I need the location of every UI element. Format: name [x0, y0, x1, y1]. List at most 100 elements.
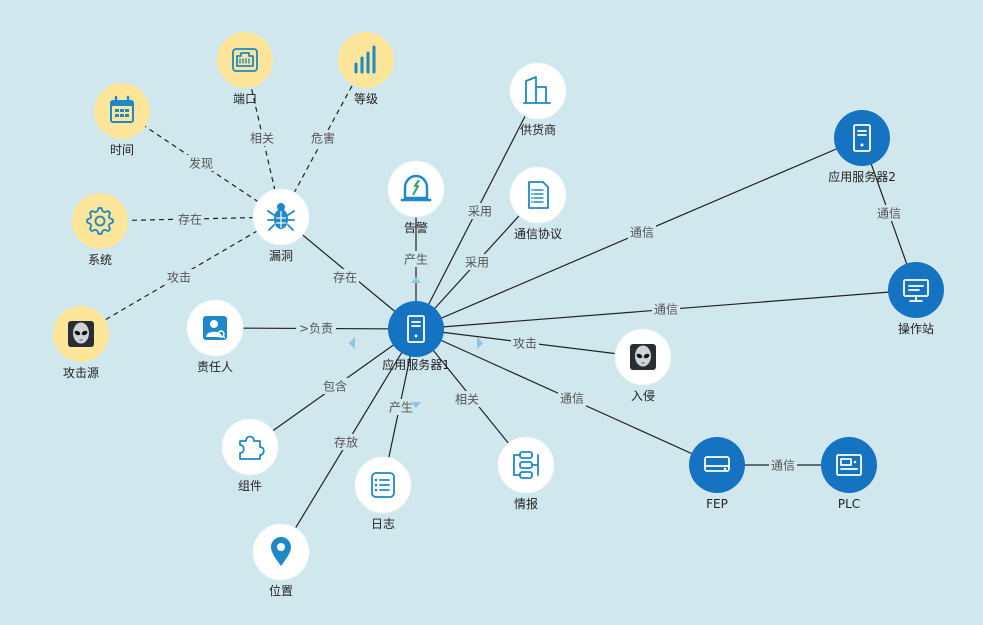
edge-label-bg — [309, 130, 337, 146]
monitor-icon — [903, 279, 929, 302]
edge-label-bg — [248, 130, 276, 146]
arrow-right-icon — [477, 337, 483, 349]
edge-vuln-attacker: 攻击 — [80, 216, 282, 335]
edge-label: 存放 — [334, 435, 358, 450]
edge-owner-server1: >负责 — [214, 320, 417, 336]
edge-label-bg — [332, 434, 360, 450]
node-circle[interactable] — [689, 437, 745, 493]
building-icon — [523, 76, 551, 104]
edge-label-bg — [769, 457, 797, 473]
node-label: FEP — [706, 497, 728, 511]
port-icon — [232, 48, 258, 72]
node-label: 端口 — [233, 92, 257, 106]
node-circle[interactable] — [221, 418, 279, 476]
log-icon — [371, 472, 395, 498]
node-label: 组件 — [238, 479, 262, 493]
node-circle[interactable] — [509, 62, 567, 120]
edge-label-bg — [402, 251, 430, 267]
node-component[interactable]: 组件 — [221, 418, 279, 493]
edge-server1-protocol: 采用 — [415, 194, 539, 330]
node-label: 责任人 — [197, 360, 233, 374]
node-label: 操作站 — [898, 321, 934, 336]
edge-server1-location: 存放 — [280, 328, 417, 553]
edge-fep-plc: 通信 — [717, 457, 849, 473]
edge-label-bg — [511, 335, 539, 351]
edge-label: 相关 — [250, 132, 274, 146]
node-log[interactable]: 日志 — [354, 456, 412, 531]
edge-label-bg — [652, 301, 680, 317]
node-label: 漏洞 — [269, 249, 293, 263]
edge-label-bg — [875, 205, 903, 221]
edge-label-bg — [176, 211, 204, 227]
nodes-layer: 应用服务器1 漏洞 端口 等级时间系统攻击源责任人组件位置 日志 情报入侵 告警 供货商通信协… — [53, 32, 944, 598]
node-attacker[interactable]: 攻击源 — [53, 306, 109, 380]
direction-arrows — [349, 277, 483, 408]
edge-server1-intel: 相关 — [415, 328, 527, 466]
node-system[interactable]: 系统 — [72, 193, 128, 267]
node-fep[interactable]: FEP — [689, 437, 745, 511]
location-pin-icon — [271, 537, 291, 566]
edge-label-bg — [165, 269, 193, 285]
node-circle[interactable] — [338, 32, 394, 88]
node-label: 位置 — [269, 583, 293, 598]
node-circle[interactable] — [388, 301, 444, 357]
node-circle[interactable] — [72, 193, 128, 249]
node-circle[interactable] — [834, 110, 890, 166]
node-label: 供货商 — [520, 122, 556, 137]
node-label: 时间 — [110, 143, 134, 157]
node-label: 通信协议 — [514, 226, 562, 241]
puzzle-icon — [239, 435, 265, 460]
edge-vuln-level: 危害 — [280, 59, 367, 218]
arrow-up-icon — [411, 277, 421, 283]
bug-icon — [267, 203, 295, 231]
edge-label: 存在 — [178, 213, 202, 227]
edge-label-bg — [628, 224, 656, 240]
node-server1[interactable]: 应用服务器1 — [382, 301, 450, 372]
server-icon — [853, 124, 871, 152]
node-vuln[interactable]: 漏洞 — [252, 188, 310, 263]
alarm-icon — [400, 174, 432, 202]
edge-server1-intrusion: 攻击 — [415, 328, 644, 358]
edge-label-bg — [558, 390, 586, 406]
node-level[interactable]: 等级 — [338, 32, 394, 106]
edge-vuln-time: 发现 — [121, 110, 282, 218]
node-time[interactable]: 时间 — [94, 83, 150, 157]
edge-label: 存在 — [333, 271, 357, 285]
arrow-down-icon — [411, 402, 421, 408]
edge-label-bg — [387, 399, 415, 415]
edge-label: 发现 — [189, 156, 213, 171]
node-protocol[interactable]: 通信协议 — [509, 166, 567, 241]
node-label: 系统 — [88, 253, 112, 267]
server-icon — [407, 315, 425, 343]
alien-icon — [630, 344, 656, 370]
node-port[interactable]: 端口 — [217, 32, 273, 106]
node-supplier[interactable]: 供货商 — [509, 62, 567, 137]
node-circle[interactable] — [217, 32, 273, 88]
edge-label-bg — [187, 155, 215, 171]
node-server2[interactable]: 应用服务器2 — [828, 110, 896, 184]
edge-label-bg — [463, 254, 491, 270]
edge-label: 攻击 — [513, 337, 537, 351]
arrow-left-icon — [349, 337, 355, 349]
edge-vuln-system: 存在 — [99, 211, 282, 227]
node-location[interactable]: 位置 — [252, 523, 310, 598]
node-label: 日志 — [371, 517, 395, 531]
disk-icon — [704, 456, 730, 472]
node-plc[interactable]: PLC — [821, 437, 877, 511]
node-label: 应用服务器1 — [382, 357, 450, 372]
alien-icon — [68, 321, 94, 347]
edge-server2-station: 通信 — [861, 137, 917, 291]
edge-label: 产生 — [389, 401, 413, 415]
node-intel[interactable]: 情报 — [497, 436, 555, 511]
node-alarm[interactable]: 告警 — [387, 160, 445, 235]
edge-label: 通信 — [654, 303, 678, 317]
node-circle[interactable] — [509, 166, 567, 224]
edge-line — [121, 110, 282, 218]
node-intrusion[interactable]: 入侵 — [614, 328, 672, 403]
node-owner[interactable]: 责任人 — [186, 299, 244, 374]
edge-label-bg — [453, 391, 481, 407]
edge-label: 危害 — [311, 131, 335, 146]
node-circle[interactable] — [497, 436, 555, 494]
edge-label-bg — [331, 269, 359, 285]
node-station[interactable]: 操作站 — [888, 262, 944, 336]
